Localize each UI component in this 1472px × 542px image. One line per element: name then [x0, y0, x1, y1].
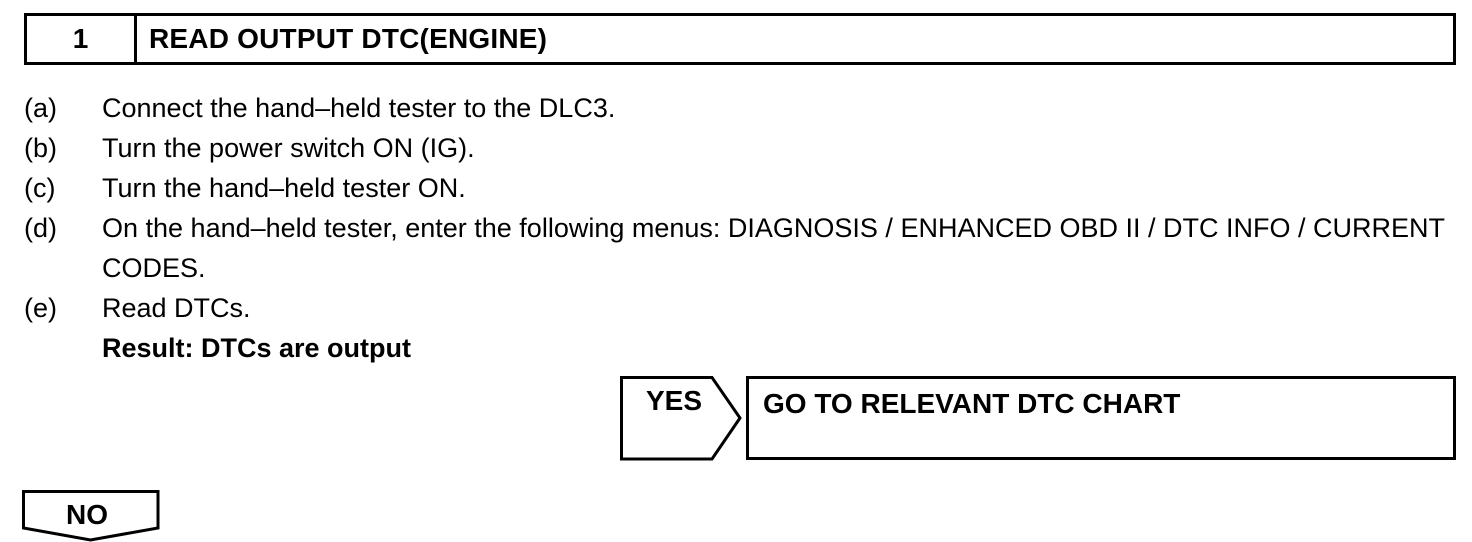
- step-text: Turn the hand–held tester ON.: [102, 173, 466, 203]
- step-letter: (e): [24, 293, 57, 323]
- step-letter: (b): [24, 133, 57, 163]
- step-text: Read DTCs.: [102, 293, 251, 323]
- yes-action-box: GO TO RELEVANT DTC CHART: [746, 376, 1456, 460]
- yes-arrow-icon: [620, 376, 742, 461]
- no-label: NO: [66, 499, 108, 530]
- step-item-b: (b) Turn the power switch ON (IG).: [24, 128, 1464, 168]
- result-text: Result: DTCs are output: [102, 333, 412, 363]
- step-text: Turn the power switch ON (IG).: [102, 133, 475, 163]
- step-text: On the hand–held tester, enter the follo…: [102, 213, 1445, 283]
- yes-label: YES: [646, 385, 703, 416]
- procedure-steps: (a) Connect the hand–held tester to the …: [24, 88, 1464, 368]
- step-letter: (a): [24, 93, 57, 123]
- step-letter: (c): [24, 173, 56, 203]
- step-item-d: (d) On the hand–held tester, enter the f…: [24, 208, 1464, 288]
- step-item-a: (a) Connect the hand–held tester to the …: [24, 88, 1464, 128]
- yes-action-text: GO TO RELEVANT DTC CHART: [763, 388, 1181, 419]
- no-arrow-icon: [22, 490, 160, 542]
- step-letter: (d): [24, 213, 57, 243]
- step-number: 1: [27, 16, 137, 62]
- step-title: READ OUTPUT DTC(ENGINE): [149, 23, 548, 54]
- step-text: Connect the hand–held tester to the DLC3…: [102, 93, 616, 123]
- step-header: 1 READ OUTPUT DTC(ENGINE): [24, 13, 1456, 65]
- step-item-c: (c) Turn the hand–held tester ON.: [24, 168, 1464, 208]
- step-item-e: (e) Read DTCs.: [24, 288, 1464, 328]
